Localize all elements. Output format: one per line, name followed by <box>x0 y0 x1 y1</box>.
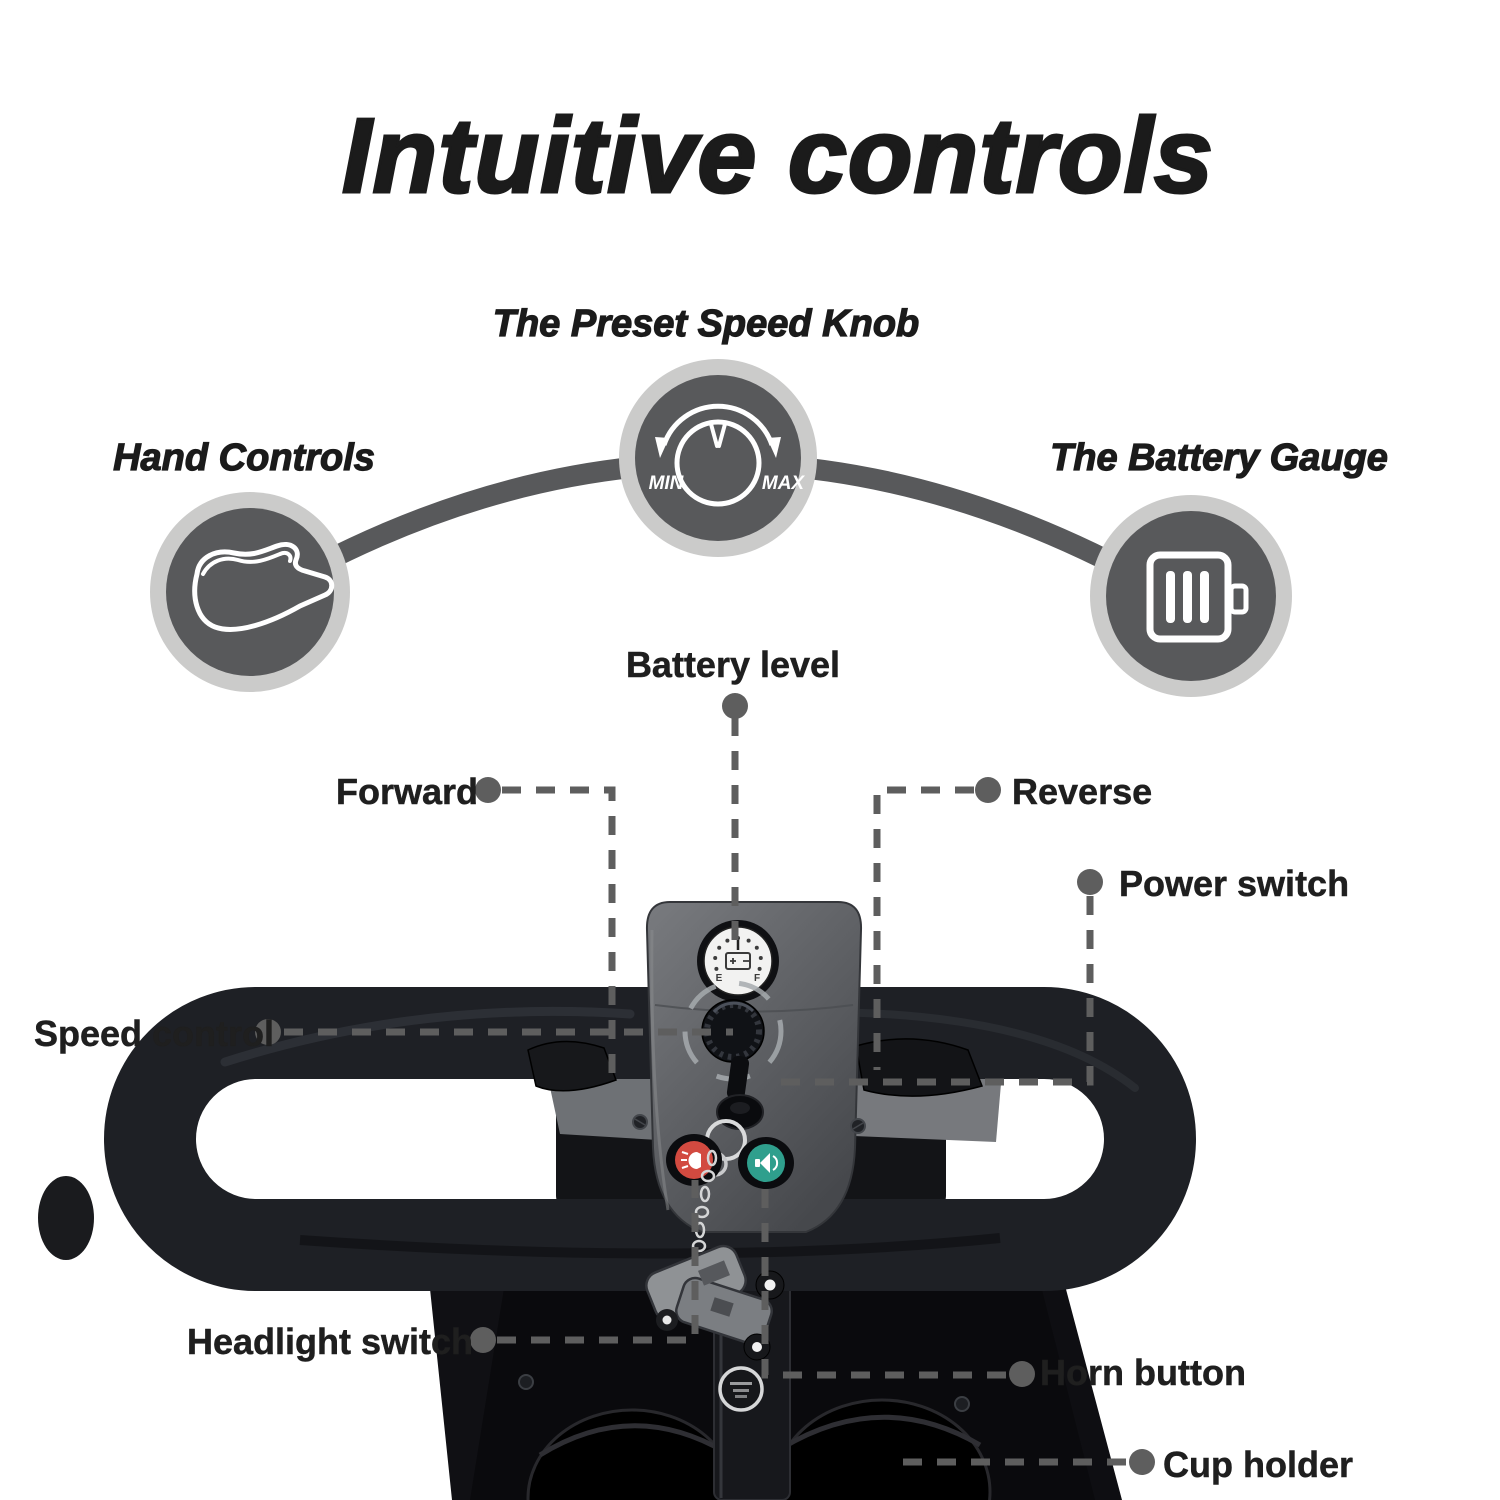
cup-holder-dot <box>1129 1449 1155 1475</box>
leader-lines <box>284 717 1126 1466</box>
headlight-dot <box>470 1327 496 1353</box>
badge-face <box>635 375 801 541</box>
console-highlight <box>650 929 670 1211</box>
hand-controls-title: Hand Controls <box>113 436 376 479</box>
reverse-leader <box>873 786 974 1070</box>
speed-control-label: Speed control <box>34 1013 275 1055</box>
handlebar-shadow <box>299 1233 1001 1259</box>
horn-button-control <box>738 1137 794 1189</box>
headlight-glyph <box>688 1152 701 1169</box>
leader-dots <box>255 693 1155 1475</box>
forward-leader <box>502 786 616 1083</box>
max-label: MAX <box>762 473 806 494</box>
handlebar-sheen <box>811 1008 1139 1092</box>
screws <box>518 1114 970 1412</box>
speed-knob-badge: MIN MAX <box>619 359 817 557</box>
product-photo: E F <box>38 901 1196 1500</box>
power-switch-label: Power switch <box>1119 863 1350 905</box>
battery-level-label: Battery level <box>625 644 841 686</box>
scooter-charm <box>645 1244 785 1412</box>
cup-rim-highlight <box>538 1423 727 1458</box>
brake-lever-tip <box>38 1176 94 1260</box>
handlebar-sheen <box>220 1006 635 1067</box>
reverse-dot <box>975 777 1001 803</box>
badge-face <box>166 508 334 676</box>
horn-button-label: Horn button <box>1040 1352 1246 1394</box>
gauge-empty-label: E <box>716 973 723 984</box>
headlight-switch-label: Headlight switch <box>187 1321 474 1363</box>
min-label: MIN <box>649 473 685 494</box>
cup-rim-highlight <box>780 1414 982 1451</box>
keychain <box>691 1149 718 1253</box>
dial-knob-icon: MIN MAX <box>649 403 806 507</box>
battery-icon <box>1146 551 1249 643</box>
forward-lever <box>527 1040 617 1092</box>
gauge-full-label: F <box>754 973 760 984</box>
headlight-button <box>666 1134 722 1186</box>
speed-control-dot <box>255 1019 281 1045</box>
battery-gauge-title: The Battery Gauge <box>1049 436 1388 479</box>
power-switch-leader <box>772 896 1094 1086</box>
horn-dot <box>1009 1361 1035 1387</box>
hand-lever-icon <box>192 542 335 632</box>
power-key-switch <box>702 1055 764 1177</box>
horn-glyph <box>760 1153 770 1173</box>
page-title: Intuitive controls <box>341 96 1215 217</box>
forward-label: Forward <box>336 771 479 813</box>
cup-holder-label: Cup holder <box>1163 1444 1353 1486</box>
battery-level-dot <box>722 693 748 719</box>
horn-leader <box>761 1182 1006 1379</box>
forward-dot <box>475 777 501 803</box>
console-battery-gauge: E F <box>697 920 779 1002</box>
battery-gauge-badge <box>1090 495 1292 697</box>
power-switch-dot <box>1077 869 1103 895</box>
speed-knob-title: The Preset Speed Knob <box>492 302 920 345</box>
hand-controls-badge <box>150 492 350 692</box>
reverse-label: Reverse <box>1012 771 1153 813</box>
